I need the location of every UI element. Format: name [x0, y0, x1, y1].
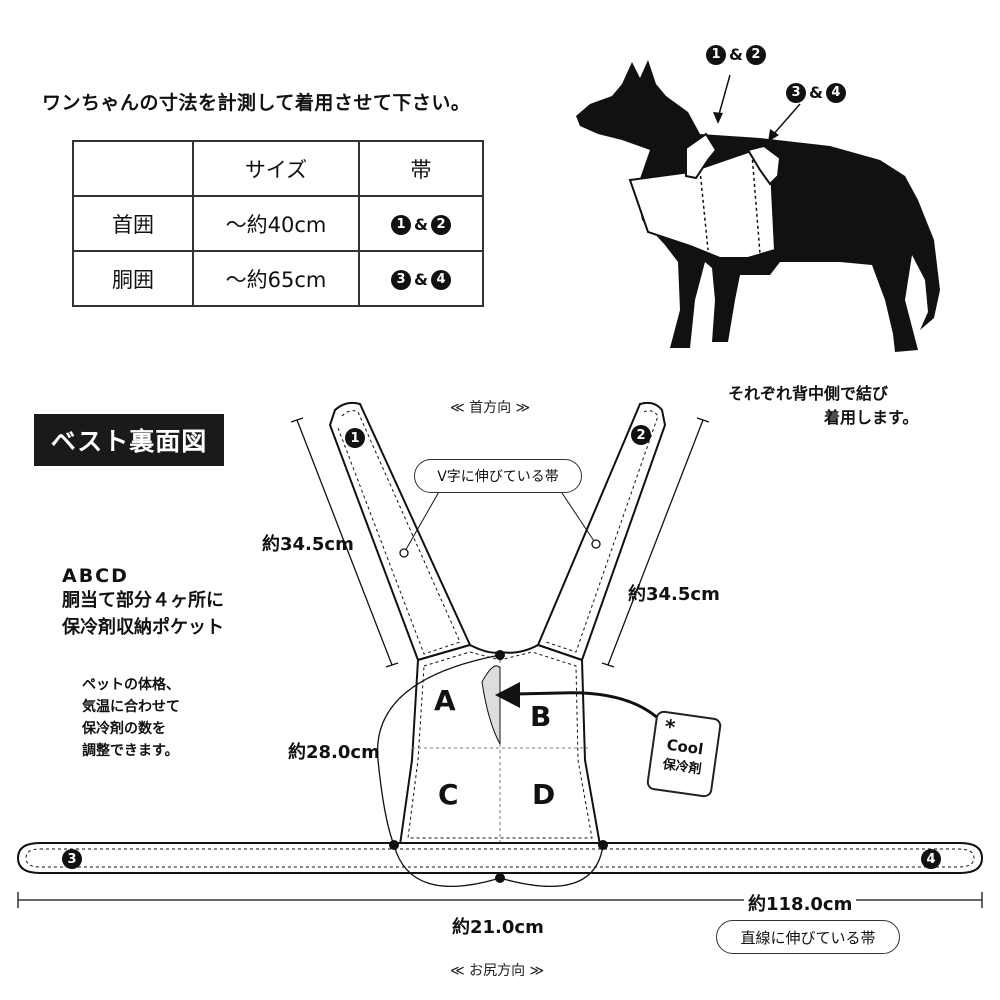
row-label-body: 胴囲 [72, 250, 194, 307]
cool-pack-tag: * Cool 保冷剤 [645, 709, 723, 799]
pet-note-line2: 気温に合わせて [82, 699, 180, 715]
pet-note: ペットの体格、 気温に合わせて 保冷剤の数を 調整できます。 [82, 674, 180, 762]
size-table: サイズ 帯 首囲 ～約40cm 1&2 胴囲 ～約65cm 3&4 [72, 140, 484, 307]
dog-label-body: 3&4 [786, 82, 846, 103]
pocket-note: ABCD 胴当て部分４ヶ所に 保冷剤収納ポケット [62, 565, 224, 641]
vest-back-title: ベスト裏面図 [34, 414, 224, 466]
body-bow [746, 144, 782, 186]
dog-label-neck: 1&2 [706, 44, 766, 65]
vest-on-dog [628, 148, 777, 259]
pocket-a: A [434, 684, 456, 717]
body-width: 約21.0cm [452, 917, 544, 938]
ampersand: & [414, 270, 428, 289]
ampersand: & [414, 215, 428, 234]
table-header-empty [72, 140, 194, 197]
table-row: 首囲 ～約40cm 1&2 [72, 195, 484, 252]
strap-number-2-icon: 2 [631, 425, 651, 445]
neck-bow [685, 132, 718, 180]
row-band-body: 3&4 [358, 250, 484, 307]
pocket-note-title: ABCD [62, 565, 129, 587]
pocket-b: B [530, 700, 552, 733]
row-size-body: ～約65cm [192, 250, 360, 307]
row-size-neck: ～約40cm [192, 195, 360, 252]
direction-neck: ≪ 首方向 ≫ [450, 400, 531, 416]
band-number-3-icon: 3 [62, 849, 82, 869]
pet-note-line3: 保冷剤の数を [82, 721, 166, 737]
band-number-4-icon: 4 [921, 849, 941, 869]
right-strap [536, 401, 667, 662]
right-strap-length: 約34.5cm [628, 584, 720, 605]
pocket-c: C [438, 778, 459, 811]
band-number-1-icon: 1 [391, 214, 412, 235]
table-header-band: 帯 [358, 140, 484, 197]
band-number-3-icon: 3 [786, 82, 806, 103]
dog-illustration [576, 60, 940, 352]
band-number-2-icon: 2 [430, 214, 451, 235]
band-number-2-icon: 2 [745, 44, 766, 65]
band-number-1-icon: 1 [706, 44, 726, 65]
table-header-size: サイズ [192, 140, 360, 197]
ampersand: & [809, 83, 823, 102]
vest-diagram [16, 401, 984, 908]
row-label-neck: 首囲 [72, 195, 194, 252]
band-number-4-icon: 4 [430, 269, 451, 290]
band-number-4-icon: 4 [825, 82, 846, 103]
pet-note-line1: ペットの体格、 [82, 677, 180, 693]
strap-number-1-icon: 1 [345, 428, 365, 448]
body-height: 約28.0cm [288, 742, 380, 763]
bottom-band [16, 842, 984, 874]
tie-note: それぞれ背中側で結び 着用します。 [728, 382, 918, 430]
pocket-d: D [532, 778, 556, 811]
band-number-3-icon: 3 [391, 269, 412, 290]
ampersand: & [729, 45, 743, 64]
pocket-note-line1: 胴当て部分４ヶ所に [62, 590, 224, 611]
total-band-length: 約118.0cm [744, 890, 857, 916]
straight-band-label: 直線に伸びている帯 [716, 920, 900, 954]
pocket-opening [481, 665, 501, 745]
left-strap-length: 約34.5cm [262, 534, 354, 555]
table-header-row: サイズ 帯 [72, 140, 484, 197]
direction-rear: ≪ お尻方向 ≫ [450, 963, 545, 979]
tie-note-line1: それぞれ背中側で結び [728, 384, 889, 403]
pet-note-line4: 調整できます。 [82, 743, 179, 759]
pocket-note-line2: 保冷剤収納ポケット [62, 617, 224, 638]
v-band-label: V字に伸びている帯 [414, 459, 582, 493]
table-row: 胴囲 ～約65cm 3&4 [72, 250, 484, 307]
row-band-neck: 1&2 [358, 195, 484, 252]
instruction-heading: ワンちゃんの寸法を計測して着用させて下さい。 [42, 92, 471, 114]
tie-note-line2: 着用します。 [824, 408, 919, 427]
